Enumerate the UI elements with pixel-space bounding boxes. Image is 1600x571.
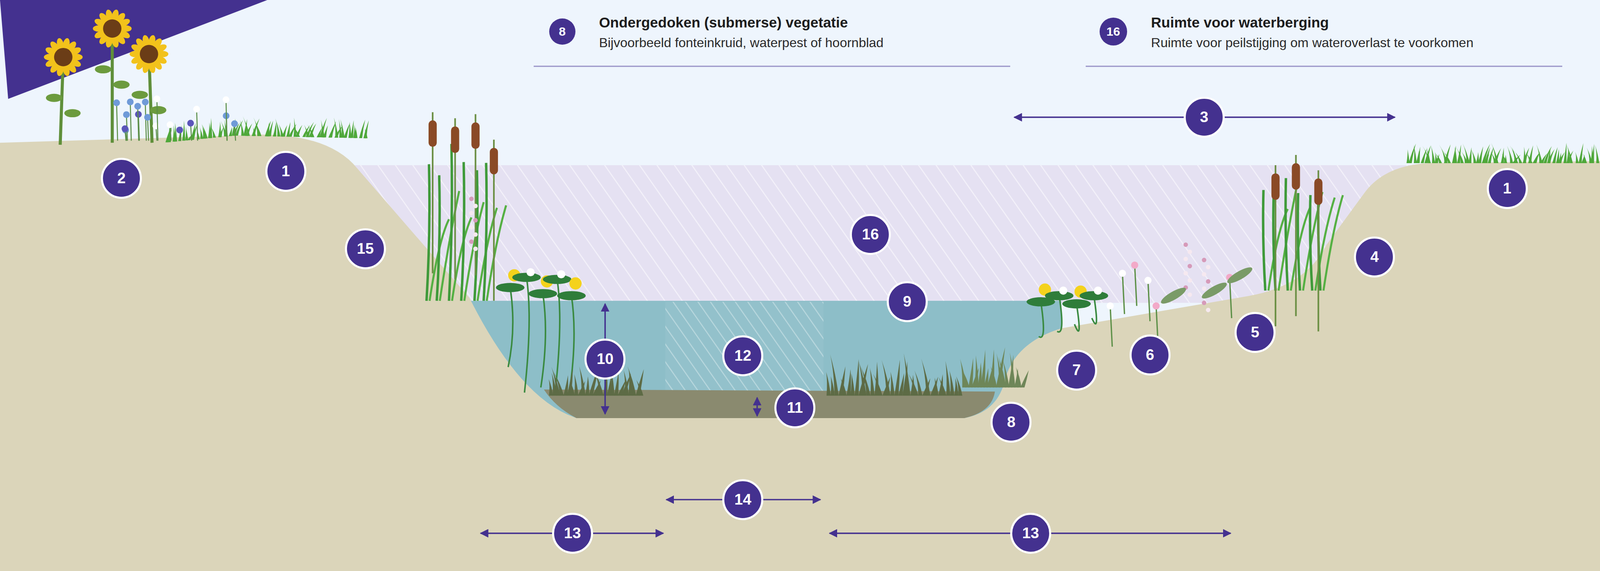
callout-number: 1 [1486, 168, 1528, 210]
callout-number: 9 [886, 281, 928, 323]
callout-number: 13 [1010, 513, 1052, 555]
callout-number: 11 [774, 387, 816, 429]
callout-number-text: 16 [862, 225, 879, 244]
dimension-arrows [480, 117, 1395, 534]
callout-number-text: 7 [1072, 361, 1081, 379]
legend-description: Bijvoorbeeld fonteinkruid, waterpest of … [598, 35, 884, 51]
callout-number-text: 3 [1199, 108, 1209, 126]
callout-number: 12 [722, 335, 764, 377]
corner-triangle [0, 0, 268, 99]
callout-number-text: 4 [1370, 248, 1379, 266]
storage-zone [346, 165, 1429, 304]
ground [0, 134, 1600, 571]
callout-number: 8 [549, 18, 576, 45]
legend-heading: Ruimte voor waterberging [1150, 14, 1329, 31]
callout-number: 1 [265, 150, 307, 192]
legend-description: Ruimte voor peilstijging om wateroverlas… [1150, 35, 1474, 51]
vegetation [43, 9, 1600, 396]
callout-number: 15 [344, 228, 386, 270]
callout-number-text: 9 [902, 293, 912, 311]
separator [533, 65, 1011, 67]
separator [1085, 65, 1563, 67]
callout-number-text: 12 [734, 347, 752, 365]
callout-number: 13 [552, 513, 594, 555]
callout-number: 10 [584, 338, 626, 380]
callout-number-text: 14 [734, 491, 752, 509]
callout-number-text: 1 [1502, 180, 1512, 198]
callout-number-text: 13 [563, 524, 581, 543]
callout-number: 16 [1099, 17, 1128, 46]
callout-number-text: 1 [281, 162, 290, 181]
callout-number-text: 16 [1106, 24, 1121, 39]
callout-number-text: 2 [117, 169, 126, 188]
callout-number: 14 [722, 479, 764, 521]
callout-number: 16 [849, 214, 891, 256]
callout-number-text: 8 [558, 24, 566, 39]
callout-number-text: 15 [356, 240, 374, 258]
hatched-water-zone [665, 301, 824, 398]
callout-number: 7 [1056, 349, 1098, 391]
callout-number-text: 8 [1006, 413, 1016, 432]
callout-number-text: 13 [1022, 524, 1039, 543]
callout-number: 3 [1183, 96, 1225, 138]
legend-heading: Ondergedoken (submerse) vegetatie [598, 14, 848, 31]
callout-number: 5 [1234, 312, 1276, 354]
callout-number: 8 [990, 401, 1032, 443]
callout-number-text: 6 [1145, 346, 1155, 364]
callout-number-text: 5 [1250, 324, 1260, 342]
callout-number: 4 [1353, 236, 1395, 278]
callout-number: 2 [100, 157, 142, 199]
callout-number-text: 10 [596, 350, 614, 368]
callout-number: 6 [1129, 334, 1171, 376]
callout-number-text: 11 [786, 399, 803, 417]
